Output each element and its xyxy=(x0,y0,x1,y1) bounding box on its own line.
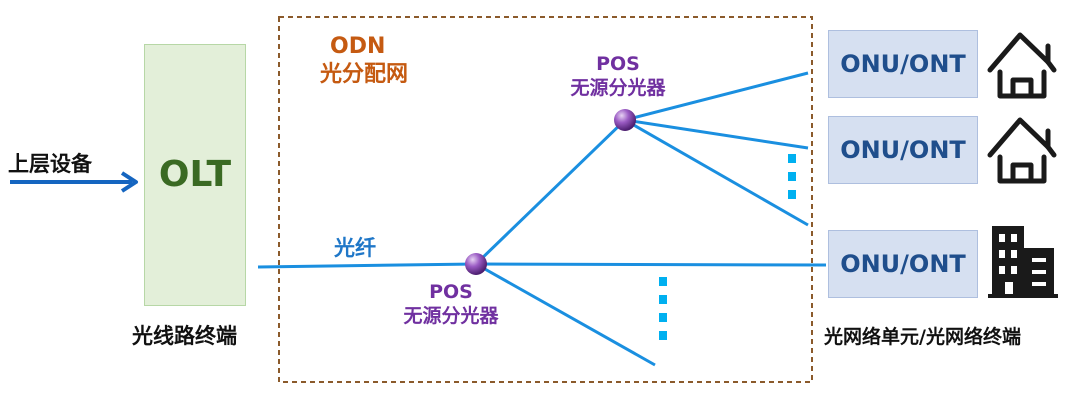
splitter-1-line2: 无源分光器 xyxy=(570,77,666,99)
splitter-2-line2: 无源分光器 xyxy=(403,305,499,327)
olt-label: OLT xyxy=(158,154,232,195)
continuation-dots-upper xyxy=(788,154,796,199)
fiber-label: 光纤 xyxy=(334,236,376,260)
odn-title-line1: ODN xyxy=(330,34,386,59)
fiber-to-onu-2 xyxy=(624,118,809,150)
fiber-branch-down xyxy=(475,262,656,367)
onu-caption: 光网络单元/光网络终端 xyxy=(824,326,1021,348)
upstream-arrow xyxy=(10,171,138,193)
odn-boundary xyxy=(278,16,813,383)
house-icon xyxy=(987,117,1057,184)
olt-caption: 光线路终端 xyxy=(132,324,237,348)
splitter-1-line1: POS xyxy=(596,53,640,75)
fiber-trunk xyxy=(257,262,477,269)
onu-box-3: ONU/ONT xyxy=(828,230,978,298)
odn-title-line2: 光分配网 xyxy=(320,62,409,87)
onu-box-2: ONU/ONT xyxy=(828,116,978,184)
fiber-branch-upper xyxy=(624,118,809,227)
upstream-label: 上层设备 xyxy=(8,152,92,176)
fiber-to-onu-3 xyxy=(475,262,827,267)
building-icon xyxy=(988,226,1058,298)
splitter-node-1 xyxy=(614,109,636,131)
splitter-node-2 xyxy=(465,253,487,275)
splitter-2-label: POS 无源分光器 xyxy=(393,280,509,328)
fiber-to-splitter-1 xyxy=(474,118,627,266)
fiber-lines xyxy=(257,71,827,367)
continuation-dots-lower xyxy=(659,277,667,340)
splitter-1-label: POS 无源分光器 xyxy=(560,52,676,100)
splitter-2-line1: POS xyxy=(429,281,473,303)
olt-box xyxy=(144,44,246,306)
house-icon xyxy=(987,32,1057,99)
odn-title: ODN 光分配网 xyxy=(320,33,408,89)
fiber-to-onu-1 xyxy=(624,71,809,122)
onu-box-1: ONU/ONT xyxy=(828,30,978,98)
